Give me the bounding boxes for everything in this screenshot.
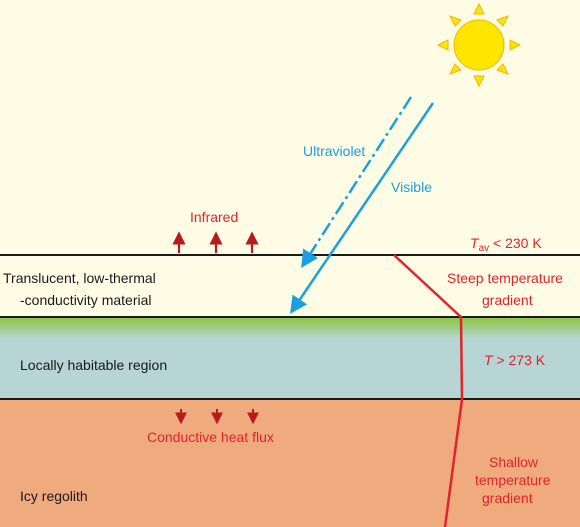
tav-symbol: T xyxy=(470,235,480,251)
average-temperature-label: Tav < 230 K xyxy=(470,235,542,254)
tav-value: < 230 K xyxy=(489,235,542,251)
visible-arrow xyxy=(290,102,435,314)
down-arrow-icon xyxy=(175,409,259,425)
translucent-label-line2: -conductivity material xyxy=(20,292,152,308)
tav-subscript: av xyxy=(479,243,490,254)
ultraviolet-label: Ultraviolet xyxy=(303,143,365,159)
steep-gradient-label-line1: Steep temperature xyxy=(447,270,563,286)
habitable-temperature-label: T > 273 K xyxy=(484,352,546,368)
t-symbol: T xyxy=(484,352,494,368)
sun-icon xyxy=(436,2,522,88)
regolith-label: Icy regolith xyxy=(20,488,88,504)
infrared-label: Infrared xyxy=(190,209,238,225)
ultraviolet-arrow xyxy=(301,96,413,268)
translucent-layer xyxy=(0,255,580,317)
green-band xyxy=(0,317,580,339)
visible-label: Visible xyxy=(391,179,432,195)
shallow-gradient-label-line1: Shallow xyxy=(489,454,539,470)
shallow-gradient-label-line3: gradient xyxy=(482,490,533,506)
t-value: > 273 K xyxy=(493,352,546,368)
up-arrow-icon xyxy=(172,231,259,253)
temperature-profile-line xyxy=(393,254,464,527)
conductive-heat-flux-label: Conductive heat flux xyxy=(147,429,274,445)
translucent-label-line1: Translucent, low-thermal xyxy=(3,270,156,286)
shallow-gradient-label-line2: temperature xyxy=(475,472,551,488)
steep-gradient-label-line2: gradient xyxy=(482,292,533,308)
regolith-layer xyxy=(0,399,580,527)
habitable-label: Locally habitable region xyxy=(20,357,167,373)
